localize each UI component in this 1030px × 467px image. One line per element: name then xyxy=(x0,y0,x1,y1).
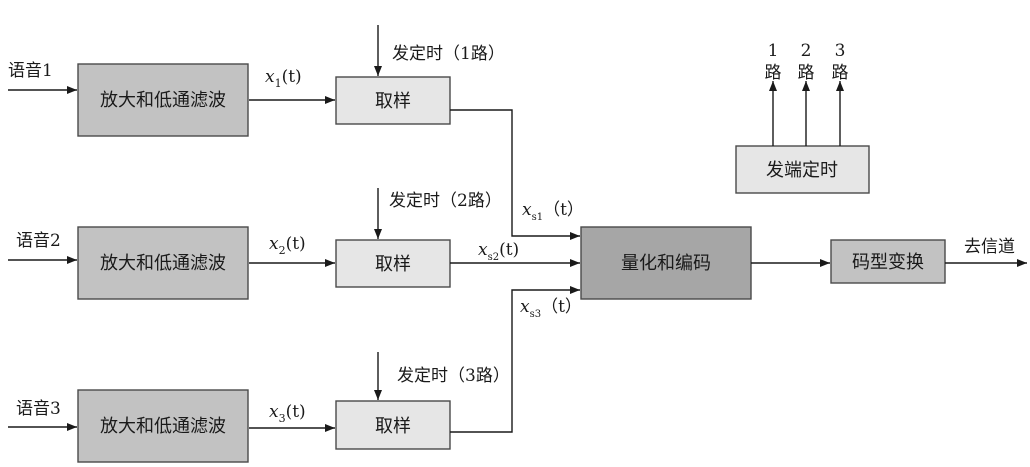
code-convert-box xyxy=(830,239,946,284)
tx-channel-unit-1: 路 xyxy=(765,63,782,83)
amp-filter-box-3 xyxy=(77,389,249,463)
tx-channel-num-3: 3 xyxy=(835,41,846,61)
tx-channel-unit-2: 路 xyxy=(798,63,815,83)
tx-timing-box xyxy=(735,145,870,194)
tx-timing-label: 发端定时 xyxy=(766,160,838,181)
signal-x2-label: x2(t) xyxy=(269,234,306,257)
signal-x1-label: x1(t) xyxy=(265,67,302,90)
signal-xs1-label: xs1（t） xyxy=(522,200,584,223)
output-label: 去信道 xyxy=(964,237,1015,257)
sampler-label-2: 取样 xyxy=(375,254,411,275)
amp-filter-label-1: 放大和低通滤波 xyxy=(100,90,226,111)
signal-xs2-label: xs2(t) xyxy=(478,240,519,263)
amp-filter-label-2: 放大和低通滤波 xyxy=(100,253,226,274)
quantize-encode-box xyxy=(580,226,752,300)
timing-label-3: 发定时（3路） xyxy=(397,366,510,386)
amp-filter-box-2 xyxy=(77,226,249,300)
tx-channel-num-2: 2 xyxy=(801,41,812,61)
timing-label-2: 发定时（2路） xyxy=(389,191,502,211)
amp-filter-label-3: 放大和低通滤波 xyxy=(100,416,226,437)
xs1-wire xyxy=(450,109,580,240)
sampler-box-1 xyxy=(335,76,451,125)
tx-channel-num-1: 1 xyxy=(768,41,779,61)
amp-filter-box-1 xyxy=(77,63,249,137)
signal-x3-label: x3(t) xyxy=(269,402,306,425)
sampler-label-1: 取样 xyxy=(375,91,411,112)
sampler-box-3 xyxy=(335,400,451,450)
input-label-3: 语音3 xyxy=(16,399,61,419)
input-label-1: 语音1 xyxy=(8,61,53,81)
code-convert-label: 码型变换 xyxy=(852,252,924,273)
timing-label-1: 发定时（1路） xyxy=(392,44,505,64)
sampler-label-3: 取样 xyxy=(375,416,411,437)
quantize-encode-label: 量化和编码 xyxy=(621,253,711,274)
input-label-2: 语音2 xyxy=(16,231,61,251)
tx-channel-unit-3: 路 xyxy=(832,63,849,83)
signal-xs3-label: xs3（t） xyxy=(520,297,582,320)
xs3-wire xyxy=(450,286,580,433)
